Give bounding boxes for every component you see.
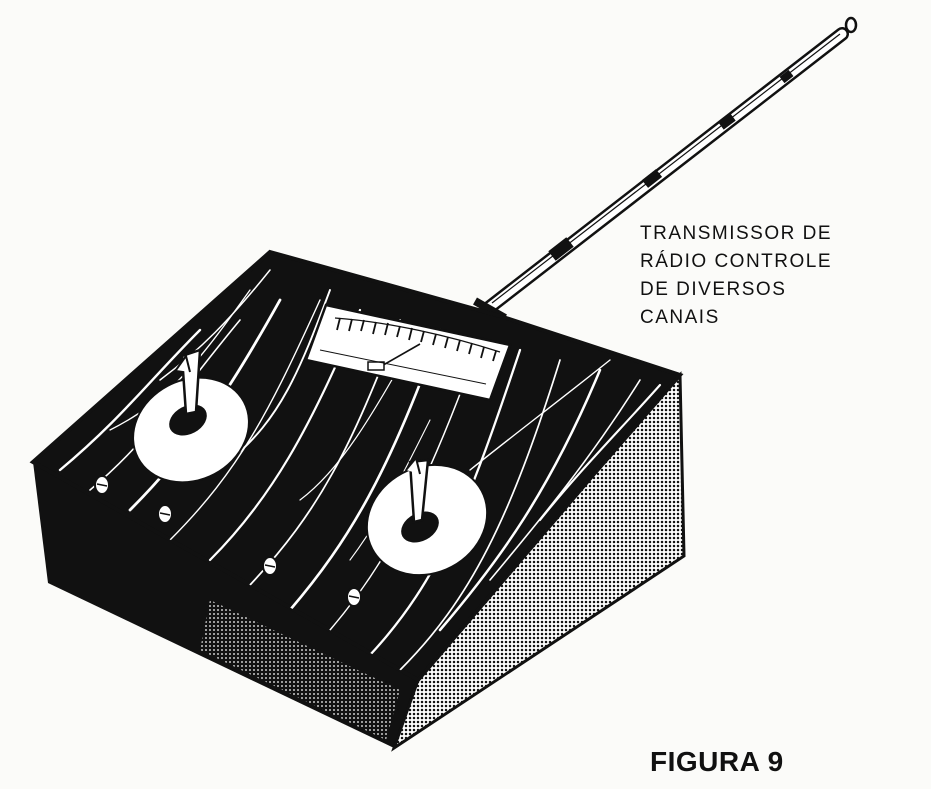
- knob-2[interactable]: [157, 504, 173, 524]
- knob-3[interactable]: [262, 556, 278, 576]
- signal-meter: [304, 303, 512, 402]
- front-face-highlight: [200, 600, 400, 740]
- caption-line-2: RÁDIO CONTROLE: [640, 251, 833, 272]
- knob-4[interactable]: [346, 587, 362, 607]
- figure-label: FIGURA 9: [650, 746, 784, 777]
- left-control-stick[interactable]: [115, 348, 268, 502]
- caption-line-1: TRANSMISSOR DE: [640, 223, 833, 244]
- caption-line-3: DE DIVERSOS: [640, 279, 787, 300]
- right-control-stick[interactable]: [347, 444, 506, 596]
- small-knobs[interactable]: [94, 475, 362, 607]
- antenna: [473, 16, 858, 322]
- caption-line-4: CANAIS: [640, 307, 720, 328]
- knob-1[interactable]: [94, 475, 110, 495]
